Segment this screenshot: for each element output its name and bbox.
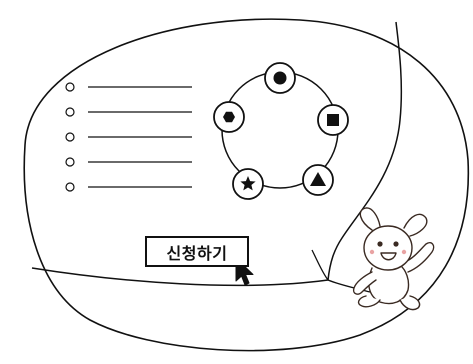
cycle-node-circle[interactable] (265, 63, 295, 93)
apply-button[interactable]: 신청하기 (145, 236, 249, 267)
cycle-node-hexagon[interactable] (214, 102, 244, 132)
cycle-node-square[interactable] (318, 105, 348, 135)
circle-icon (274, 72, 287, 85)
cycle-node-triangle[interactable] (303, 165, 333, 195)
square-icon (327, 114, 339, 126)
cycle-node-star[interactable] (233, 169, 263, 199)
